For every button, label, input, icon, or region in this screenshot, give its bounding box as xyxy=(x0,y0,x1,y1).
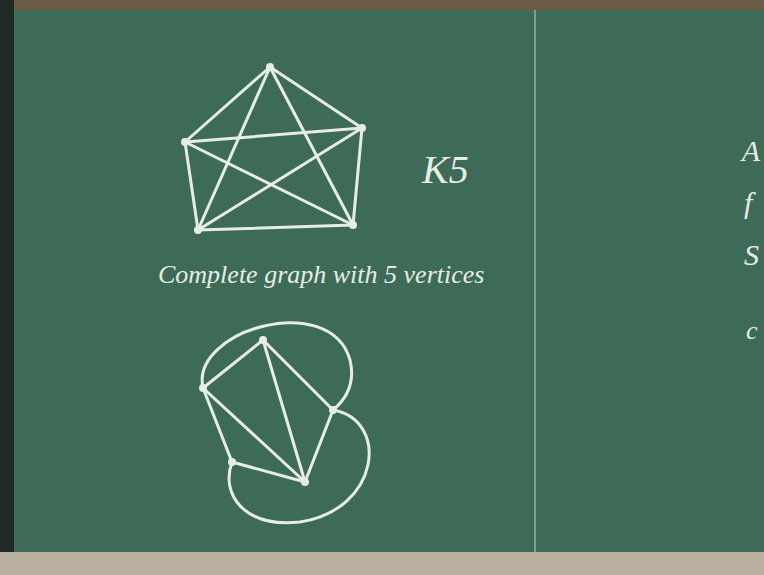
chalk-ledge xyxy=(0,552,764,575)
k5-vertices xyxy=(181,63,366,234)
graph-name: K5 xyxy=(422,150,469,190)
cut-off-letter: f xyxy=(744,188,752,218)
cut-off-letter: A xyxy=(742,136,760,166)
caption-note: Complete graph with 5 vertices xyxy=(158,262,484,288)
k5-redrawn-vertices xyxy=(199,336,337,486)
k5-redrawn xyxy=(202,323,369,523)
board-frame-top xyxy=(0,0,764,10)
cut-off-letter: S xyxy=(744,240,759,270)
board-divider xyxy=(534,10,536,552)
board-frame-left xyxy=(0,0,14,575)
cut-off-letter: c xyxy=(746,318,758,344)
k5-drawing xyxy=(185,67,362,230)
